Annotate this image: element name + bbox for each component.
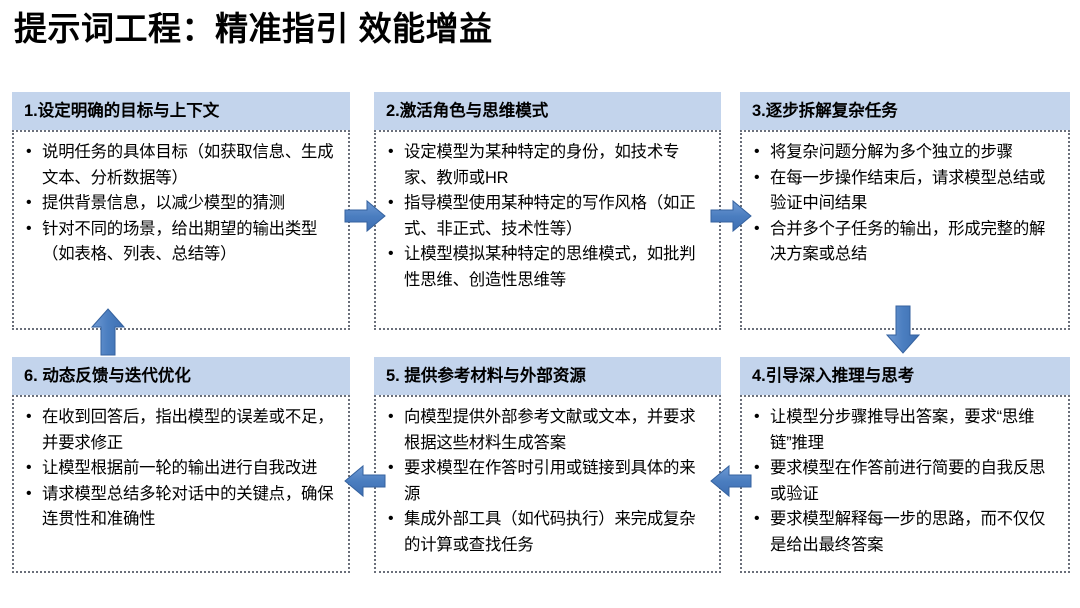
- card-step-6-header: 6. 动态反馈与迭代优化: [12, 357, 350, 395]
- list-item: 让模型分步骤推导出答案，要求“思维链”推理: [746, 404, 1060, 456]
- list-item: 指导模型使用某种特定的写作风格（如正式、非正式、技术性等）: [380, 190, 711, 242]
- arrow-left-icon: [344, 464, 386, 498]
- list-item: 让模型根据前一轮的输出进行自我改进: [18, 455, 340, 482]
- arrow-right-icon: [344, 199, 386, 233]
- card-step-1-body: 说明任务的具体目标（如获取信息、生成文本、分析数据等） 提供背景信息，以减少模型…: [12, 130, 350, 330]
- card-step-3[interactable]: 3.逐步拆解复杂任务 将复杂问题分解为多个独立的步骤 在每一步操作结束后，请求模…: [740, 92, 1070, 330]
- list-item: 设定模型为某种特定的身份，如技术专家、教师或HR: [380, 139, 711, 191]
- list-item: 提供背景信息，以减少模型的猜测: [18, 190, 340, 217]
- card-step-4-body: 让模型分步骤推导出答案，要求“思维链”推理 要求模型在作答前进行简要的自我反思或…: [740, 395, 1070, 573]
- card-step-2-body: 设定模型为某种特定的身份，如技术专家、教师或HR 指导模型使用某种特定的写作风格…: [374, 130, 721, 330]
- card-step-1-header: 1.设定明确的目标与上下文: [12, 92, 350, 130]
- card-step-5[interactable]: 5. 提供参考材料与外部资源 向模型提供外部参考文献或文本，并要求根据这些材料生…: [374, 357, 721, 573]
- arrow-right-icon: [710, 199, 752, 233]
- card-step-1-bullet-list: 说明任务的具体目标（如获取信息、生成文本、分析数据等） 提供背景信息，以减少模型…: [18, 139, 340, 268]
- card-step-4-bullet-list: 让模型分步骤推导出答案，要求“思维链”推理 要求模型在作答前进行简要的自我反思或…: [746, 404, 1060, 558]
- list-item: 说明任务的具体目标（如获取信息、生成文本、分析数据等）: [18, 139, 340, 191]
- list-item: 在每一步操作结束后，请求模型总结或验证中间结果: [746, 165, 1060, 217]
- card-step-6[interactable]: 6. 动态反馈与迭代优化 在收到回答后，指出模型的误差或不足，并要求修正 让模型…: [12, 357, 350, 573]
- card-step-3-bullet-list: 将复杂问题分解为多个独立的步骤 在每一步操作结束后，请求模型总结或验证中间结果 …: [746, 139, 1060, 268]
- arrow-left-icon: [710, 464, 752, 498]
- card-step-5-header: 5. 提供参考材料与外部资源: [374, 357, 721, 395]
- list-item: 在收到回答后，指出模型的误差或不足，并要求修正: [18, 404, 340, 456]
- arrow-up-icon: [90, 308, 126, 356]
- list-item: 要求模型解释每一步的思路，而不仅仅是给出最终答案: [746, 506, 1060, 558]
- list-item: 让模型模拟某种特定的思维模式，如批判性思维、创造性思维等: [380, 241, 711, 293]
- list-item: 集成外部工具（如代码执行）来完成复杂的计算或查找任务: [380, 506, 711, 558]
- card-step-5-body: 向模型提供外部参考文献或文本，并要求根据这些材料生成答案 要求模型在作答时引用或…: [374, 395, 721, 573]
- card-step-2[interactable]: 2.激活角色与思维模式 设定模型为某种特定的身份，如技术专家、教师或HR 指导模…: [374, 92, 721, 330]
- arrow-down-icon: [885, 305, 921, 355]
- card-step-3-header: 3.逐步拆解复杂任务: [740, 92, 1070, 130]
- list-item: 向模型提供外部参考文献或文本，并要求根据这些材料生成答案: [380, 404, 711, 456]
- card-step-3-body: 将复杂问题分解为多个独立的步骤 在每一步操作结束后，请求模型总结或验证中间结果 …: [740, 130, 1070, 330]
- list-item: 要求模型在作答前进行简要的自我反思或验证: [746, 455, 1060, 507]
- card-step-4-header: 4.引导深入推理与思考: [740, 357, 1070, 395]
- list-item: 要求模型在作答时引用或链接到具体的来源: [380, 455, 711, 507]
- list-item: 针对不同的场景，给出期望的输出类型（如表格、列表、总结等）: [18, 216, 340, 268]
- card-step-6-bullet-list: 在收到回答后，指出模型的误差或不足，并要求修正 让模型根据前一轮的输出进行自我改…: [18, 404, 340, 533]
- page-title: 提示词工程：精准指引 效能增益: [14, 10, 493, 47]
- list-item: 合并多个子任务的输出，形成完整的解决方案或总结: [746, 216, 1060, 268]
- card-step-5-bullet-list: 向模型提供外部参考文献或文本，并要求根据这些材料生成答案 要求模型在作答时引用或…: [380, 404, 711, 558]
- card-step-1[interactable]: 1.设定明确的目标与上下文 说明任务的具体目标（如获取信息、生成文本、分析数据等…: [12, 92, 350, 330]
- card-step-4[interactable]: 4.引导深入推理与思考 让模型分步骤推导出答案，要求“思维链”推理 要求模型在作…: [740, 357, 1070, 573]
- card-step-2-header: 2.激活角色与思维模式: [374, 92, 721, 130]
- card-step-6-body: 在收到回答后，指出模型的误差或不足，并要求修正 让模型根据前一轮的输出进行自我改…: [12, 395, 350, 573]
- list-item: 将复杂问题分解为多个独立的步骤: [746, 139, 1060, 166]
- card-step-2-bullet-list: 设定模型为某种特定的身份，如技术专家、教师或HR 指导模型使用某种特定的写作风格…: [380, 139, 711, 293]
- list-item: 请求模型总结多轮对话中的关键点，确保连贯性和准确性: [18, 481, 340, 533]
